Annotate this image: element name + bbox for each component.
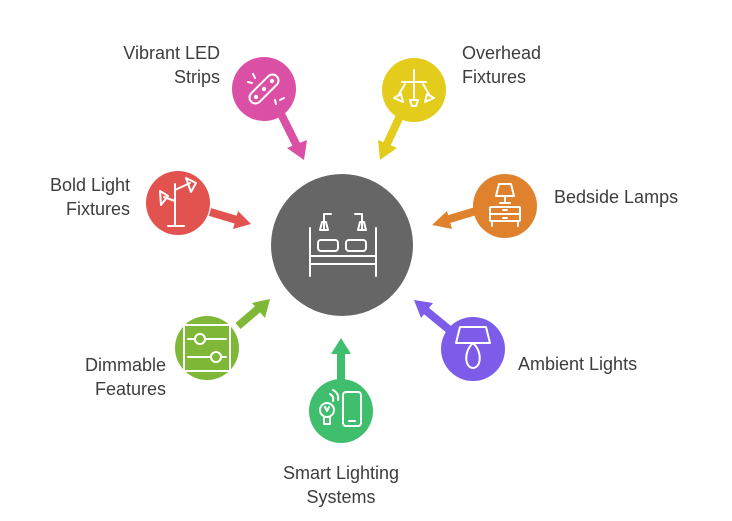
arrow-vibrant-led-strips bbox=[276, 110, 307, 160]
arrow-bedside-lamps bbox=[432, 207, 478, 229]
bed-with-lamps-icon bbox=[309, 213, 377, 277]
node-dimmable-features bbox=[175, 316, 239, 380]
label-line-2: Fixtures bbox=[462, 67, 527, 87]
floor-lamp-icon bbox=[159, 177, 197, 227]
label-overhead-fixtures: Overhead Fixtures bbox=[462, 41, 582, 89]
slider-controls-icon bbox=[183, 324, 231, 372]
smartphone-bulb-icon bbox=[319, 389, 362, 427]
label-line-2: Fixtures bbox=[65, 199, 130, 219]
label-line-1: Vibrant LED bbox=[123, 43, 220, 63]
label-vibrant-led-strips: Vibrant LED Strips bbox=[88, 41, 220, 89]
node-ambient-lights bbox=[441, 317, 505, 381]
arrow-smart-lighting-systems bbox=[331, 338, 351, 380]
label-line-1: Dimmable bbox=[84, 355, 166, 375]
connector-arrows bbox=[208, 110, 478, 380]
label-line-1: Smart Lighting bbox=[282, 463, 400, 483]
label-line-1: Ambient Lights bbox=[518, 354, 638, 374]
label-bold-light-fixtures: Bold Light Fixtures bbox=[10, 173, 130, 221]
label-bedside-lamps: Bedside Lamps bbox=[554, 185, 724, 209]
node-smart-lighting-systems bbox=[309, 379, 373, 443]
ceiling-light-icon bbox=[393, 69, 435, 107]
node-vibrant-led-strips bbox=[232, 57, 296, 121]
pendant-lamp-icon bbox=[455, 326, 491, 369]
arrow-bold-light-fixtures bbox=[208, 208, 251, 229]
label-line-2: Features bbox=[94, 379, 166, 399]
center-node bbox=[271, 174, 413, 316]
label-line-1: Bold Light bbox=[49, 175, 130, 195]
label-smart-lighting-systems: Smart Lighting Systems bbox=[251, 461, 431, 509]
arrow-ambient-lights bbox=[414, 300, 455, 336]
label-line-2: Strips bbox=[173, 67, 220, 87]
label-line-1: Bedside Lamps bbox=[554, 187, 679, 207]
node-bedside-lamps bbox=[473, 174, 537, 238]
led-strip-icon bbox=[247, 73, 285, 105]
arrow-overhead-fixtures bbox=[378, 114, 404, 160]
label-ambient-lights: Ambient Lights bbox=[518, 352, 688, 376]
arrow-dimmable-features bbox=[235, 299, 270, 330]
node-bold-light-fixtures bbox=[146, 171, 210, 235]
label-line-2: Systems bbox=[306, 487, 376, 507]
label-dimmable-features: Dimmable Features bbox=[40, 353, 166, 401]
nightstand-lamp-icon bbox=[489, 183, 521, 227]
node-overhead-fixtures bbox=[382, 58, 446, 122]
label-line-1: Overhead bbox=[462, 43, 542, 63]
